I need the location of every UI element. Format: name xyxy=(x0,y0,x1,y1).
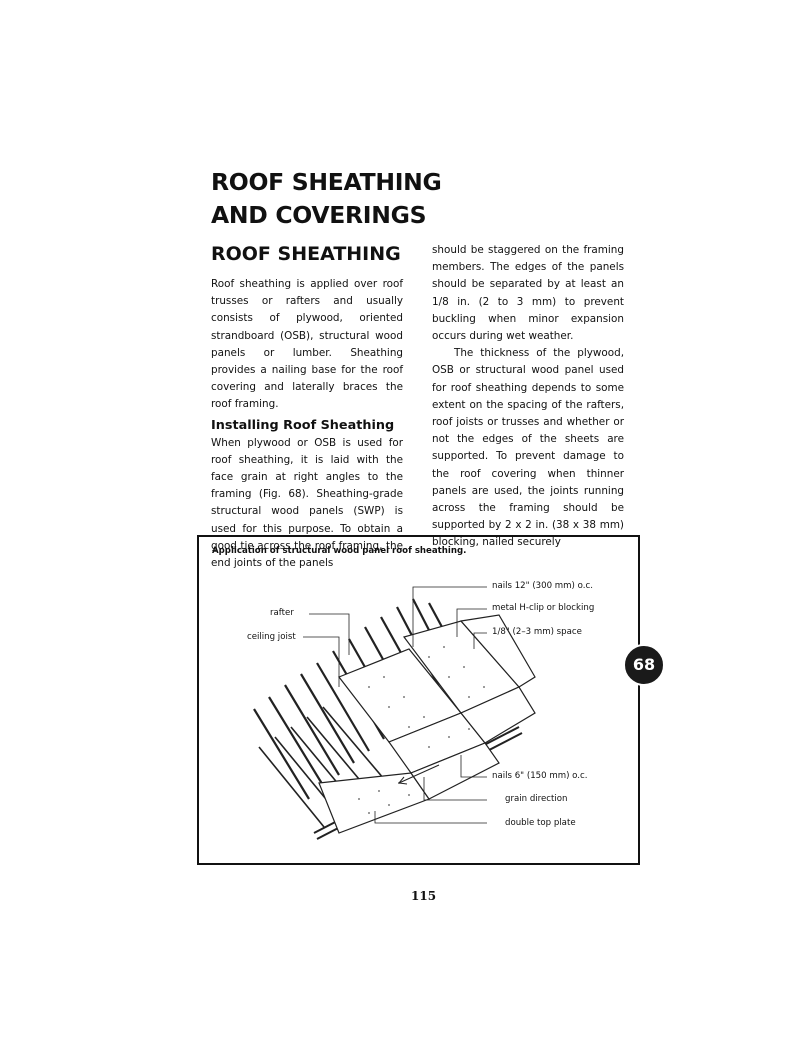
label-nails-12: nails 12" (300 mm) o.c. xyxy=(492,581,593,591)
label-double-top-plate: double top plate xyxy=(505,818,576,828)
body-paragraph: When plywood or OSB is used for roof she… xyxy=(211,436,403,570)
section-title: ROOF SHEATHING xyxy=(211,243,401,265)
label-h-clip: metal H-clip or blocking xyxy=(492,603,595,613)
chapter-title: ROOF SHEATHING AND COVERINGS xyxy=(211,166,442,232)
continued-paragraph: should be staggered on the framing membe… xyxy=(432,244,624,343)
figure-frame xyxy=(197,535,640,865)
text-column-left: Roof sheathing is applied over roof trus… xyxy=(211,276,403,572)
text-column-right: should be staggered on the framing membe… xyxy=(432,242,624,552)
chapter-title-line-1: ROOF SHEATHING xyxy=(211,168,442,196)
roof-sheathing-illustration xyxy=(253,586,536,840)
label-nails-6: nails 6" (150 mm) o.c. xyxy=(492,771,588,781)
figure-caption: Application of structural wood panel roo… xyxy=(212,546,467,556)
page-number: 115 xyxy=(411,889,437,903)
label-grain-direction: grain direction xyxy=(505,794,568,804)
thickness-paragraph: The thickness of the plywood, OSB or str… xyxy=(432,347,624,549)
intro-paragraph: Roof sheathing is applied over roof trus… xyxy=(211,278,403,411)
label-ceiling-joist: ceiling joist xyxy=(247,632,296,642)
label-rafter: rafter xyxy=(270,608,294,618)
subheading: Installing Roof Sheathing xyxy=(211,417,395,433)
sheathing-panels xyxy=(318,614,536,834)
figure-number-badge: 68 xyxy=(623,644,665,686)
grain-direction-arrow xyxy=(398,764,440,785)
chapter-title-line-2: AND COVERINGS xyxy=(211,201,427,229)
leader-lines xyxy=(303,586,487,824)
label-space: 1/8" (2–3 mm) space xyxy=(492,627,582,637)
